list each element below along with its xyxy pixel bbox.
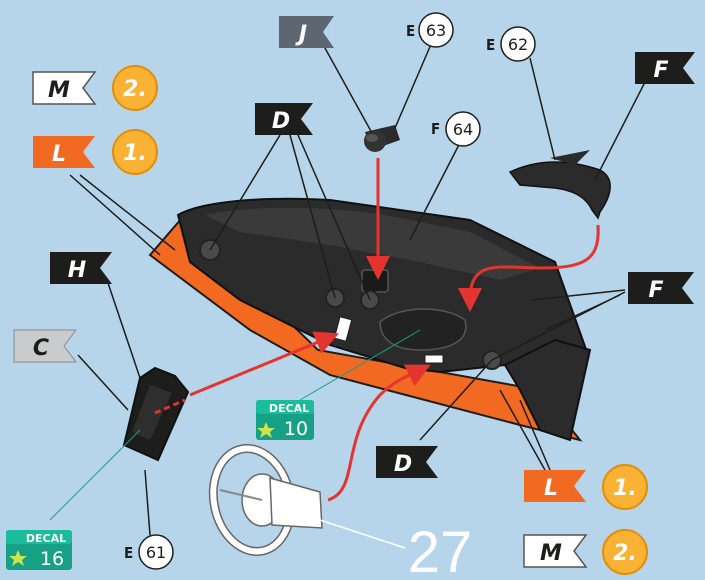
part-ref-letter: E [406, 22, 415, 40]
step-badge-1-bottom: 1. [603, 465, 647, 509]
part-ref-number: 62 [508, 35, 528, 54]
step-badge-2-bottom: 2. [603, 530, 647, 574]
flag-letter: C [33, 336, 49, 361]
flag-f-right: F [628, 272, 694, 304]
flag-letter: M [540, 541, 562, 566]
flag-f-top: F [635, 52, 695, 84]
step-number: 2. [123, 77, 147, 102]
steering-wheel-part [204, 441, 322, 559]
flag-letter: F [648, 278, 663, 303]
decal-badge-10: DECAL 10 [256, 400, 314, 440]
flag-j-top: J [279, 16, 334, 48]
step-badge-1-top: 1. [113, 130, 157, 174]
flag-letter: F [653, 58, 668, 83]
part-ref-e61: E 61 [124, 535, 173, 569]
flag-m-bottom: M [524, 535, 586, 567]
flag-l-top: L [33, 136, 95, 168]
page-number-line [320, 520, 405, 548]
part-ref-letter: E [124, 544, 133, 562]
flag-d-bottom: D [376, 446, 438, 478]
flag-letter: D [394, 452, 412, 477]
flag-c-left: C [14, 330, 76, 362]
decal-number: 16 [40, 548, 64, 570]
part-ref-e62: E 62 [486, 27, 535, 61]
step-number: 2. [613, 541, 637, 566]
flag-d-top: D [255, 103, 313, 135]
part-ref-number: 63 [426, 21, 446, 40]
flag-m-top: M [33, 72, 95, 104]
flag-letter: L [544, 476, 558, 501]
flag-h-left: H [50, 252, 112, 284]
decal-label: DECAL [269, 402, 309, 415]
part-ref-number: 64 [453, 120, 473, 139]
flag-letter: M [48, 78, 70, 103]
flag-l-bottom: L [524, 470, 586, 502]
part-ref-letter: F [431, 120, 440, 138]
step-number: 1. [123, 141, 147, 166]
decal-badge-16: DECAL 16 [6, 530, 72, 570]
step-badge-2-top: 2. [113, 66, 157, 110]
part-ref-letter: E [486, 36, 495, 54]
flag-letter: H [68, 258, 86, 283]
page-number: 27 [408, 520, 473, 580]
flag-letter: D [272, 109, 290, 134]
decal-number: 10 [284, 418, 308, 440]
decal-label: DECAL [26, 532, 66, 545]
part-ref-e63: E 63 [406, 13, 453, 47]
part-e62-bracket [510, 150, 610, 218]
flag-letter: L [52, 142, 66, 167]
part-ref-f64: F 64 [431, 112, 480, 146]
dashboard-part [150, 199, 590, 440]
step-number: 1. [613, 476, 637, 501]
part-ref-number: 61 [146, 543, 166, 562]
